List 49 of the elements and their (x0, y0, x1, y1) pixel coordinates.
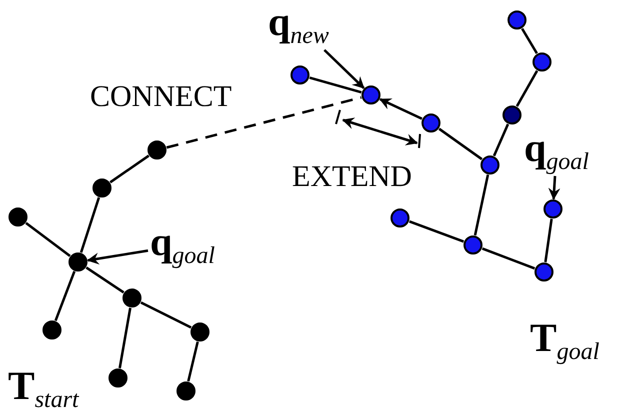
tree-node (122, 288, 142, 308)
tree-node (108, 368, 128, 388)
tree-edge (482, 247, 536, 270)
connect-label: CONNECT (90, 82, 232, 112)
tree-edge (516, 70, 538, 107)
tree-node (480, 155, 500, 175)
tree-edge (80, 197, 100, 253)
tree-node (147, 140, 167, 160)
tree-node (534, 262, 554, 282)
tree-edge (438, 128, 483, 160)
symbol-label: q$_{goal}$ (524, 128, 589, 174)
tree-node (421, 113, 441, 133)
tree-edge (521, 28, 538, 54)
tree-edge (492, 124, 510, 156)
tree-node (361, 85, 381, 105)
leader-arrow (324, 49, 365, 89)
tree-node (502, 105, 522, 125)
tree-edge (86, 266, 124, 294)
tree-edge (110, 154, 150, 184)
tree-edge (25, 222, 71, 257)
tree-node (507, 10, 527, 30)
tree-node (532, 52, 552, 72)
extend-label: EXTEND (292, 162, 412, 192)
tree-node (68, 252, 88, 272)
tree-edge (309, 76, 362, 94)
leader-arrow (548, 176, 560, 200)
tree-node (42, 320, 62, 340)
tree-edge (54, 270, 76, 322)
tree-edge (187, 341, 199, 382)
tree-node (176, 381, 196, 401)
leader-arrow (86, 249, 148, 265)
tree-node (543, 199, 563, 219)
tree-label: T$_{start}$ (8, 366, 79, 412)
tree-label: T$_{goal}$ (530, 318, 600, 364)
tree-node (92, 178, 112, 198)
tree-edge (118, 308, 132, 368)
dashed-connector (166, 96, 362, 149)
tree-node (190, 322, 210, 342)
tree-node (463, 235, 483, 255)
tree-edge (140, 301, 192, 329)
tree-node (8, 207, 28, 227)
tree-edge (474, 174, 490, 236)
symbol-label: q$_{new}$ (268, 2, 329, 48)
tree-edge (379, 98, 422, 120)
tree-edge (544, 218, 553, 262)
tree-node (390, 208, 410, 228)
tree-node (290, 65, 310, 85)
symbol-label: q$_{goal}$ (150, 222, 215, 268)
tree-edge (408, 220, 464, 243)
